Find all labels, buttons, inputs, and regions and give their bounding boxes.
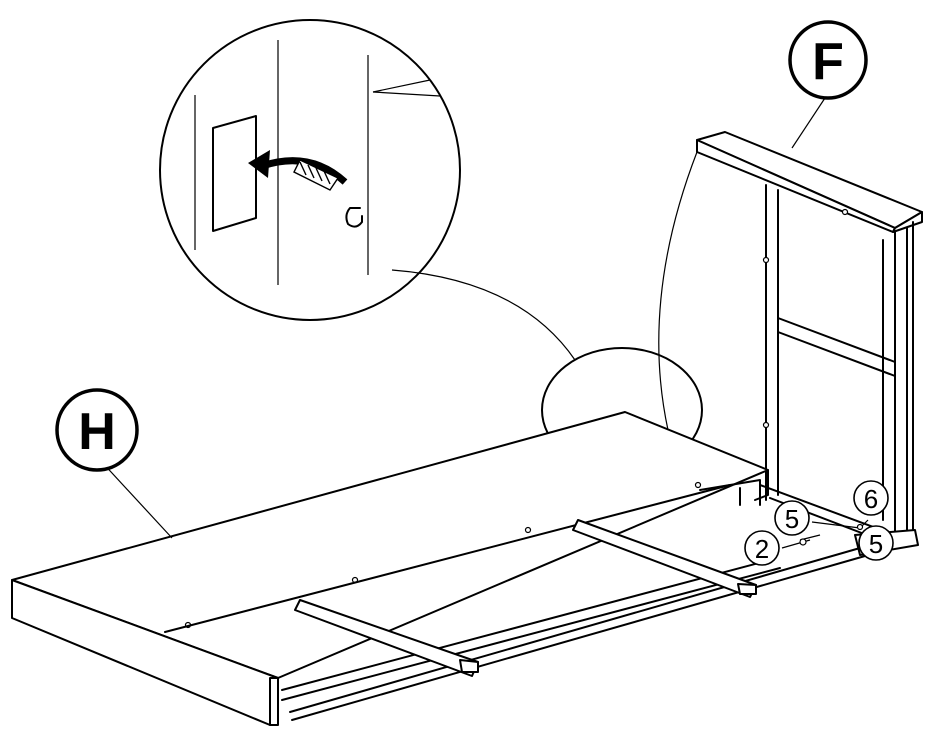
- hook-shape: [345, 207, 363, 228]
- part-label-f: F: [788, 20, 868, 149]
- callout-6-text: 6: [864, 484, 878, 514]
- curved-arrow-icon: [248, 150, 348, 191]
- recess-slot: [212, 115, 257, 232]
- underframe: [99, 459, 866, 721]
- detail-leader: [391, 269, 576, 361]
- callout-2: 2: [744, 530, 780, 566]
- bed-platform-h: [11, 411, 769, 726]
- callout-5-left: 5: [774, 500, 810, 536]
- hardware-area: [781, 519, 869, 549]
- callout-6: 6: [853, 480, 889, 516]
- detail-magnifier: [159, 19, 461, 321]
- callout-2-text: 2: [755, 534, 769, 564]
- part-f-text: F: [812, 33, 844, 91]
- callout-5-left-text: 5: [785, 504, 799, 534]
- callout-5-right: 5: [858, 525, 894, 561]
- part-label-h: H: [55, 388, 139, 472]
- part-h-text: H: [78, 403, 116, 461]
- callout-5-right-text: 5: [869, 529, 883, 559]
